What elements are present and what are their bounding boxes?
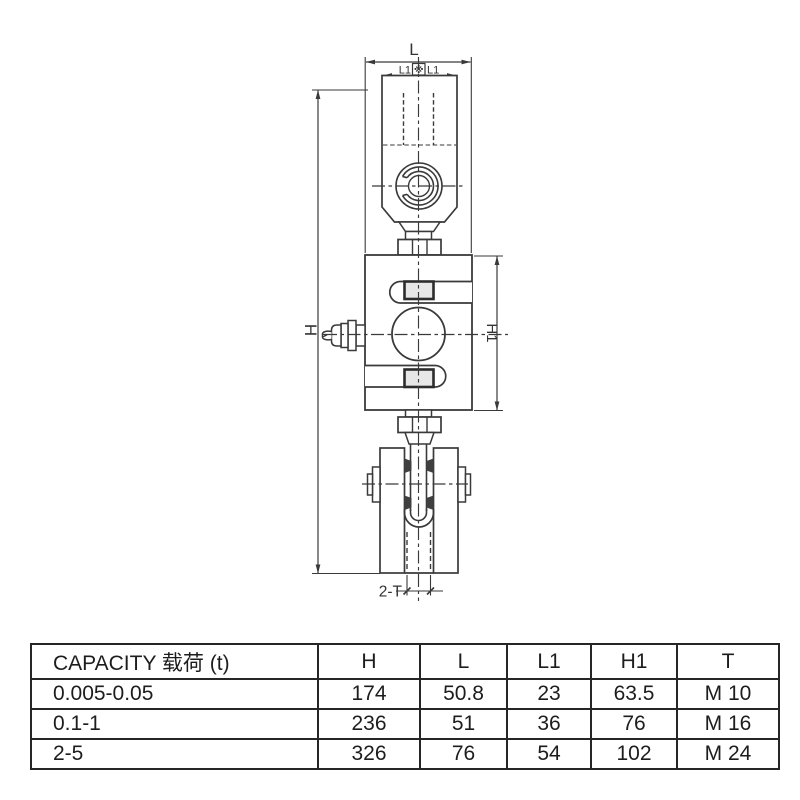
table-cell: 36 bbox=[506, 708, 592, 740]
table-cell: 236 bbox=[317, 708, 421, 740]
table-cell: 54 bbox=[506, 738, 592, 770]
table-header-capacity: CAPACITY 载荷 (t) bbox=[30, 643, 319, 680]
table-cell: M 16 bbox=[676, 708, 780, 740]
clevis-assembly bbox=[366, 444, 472, 574]
table-cell: M 10 bbox=[676, 678, 780, 710]
spec-table-header-row: CAPACITY 载荷 (t) H L L1 H1 T bbox=[30, 643, 780, 680]
table-cell: 0.005-0.05 bbox=[30, 678, 319, 710]
table-row: 2-5 326 76 54 102 M 24 bbox=[30, 738, 780, 770]
table-row: 0.005-0.05 174 50.8 23 63.5 M 10 bbox=[30, 678, 780, 710]
centerlines bbox=[324, 57, 508, 601]
table-header-H1: H1 bbox=[590, 643, 678, 680]
hex-nut-upper bbox=[397, 238, 442, 256]
table-cell: M 24 bbox=[676, 738, 780, 770]
dimension-2T: 2-T bbox=[379, 575, 443, 601]
pin-bushing-wedges bbox=[404, 458, 434, 510]
table-cell: 326 bbox=[317, 738, 421, 770]
dim-H-label: H bbox=[301, 324, 320, 336]
dim-2T-label: 2-T bbox=[379, 584, 403, 601]
table-header-L1: L1 bbox=[506, 643, 592, 680]
table-header-T: T bbox=[676, 643, 780, 680]
spec-table: CAPACITY 载荷 (t) H L L1 H1 T 0.005-0.05 1… bbox=[30, 643, 780, 770]
clevis-plate-left bbox=[379, 447, 406, 574]
table-cell: 76 bbox=[590, 708, 678, 740]
table-header-H: H bbox=[317, 643, 421, 680]
table-cell: 174 bbox=[317, 678, 421, 710]
table-cell: 102 bbox=[590, 738, 678, 770]
table-cell: 50.8 bbox=[419, 678, 508, 710]
cable-gland bbox=[321, 319, 366, 352]
table-row: 0.1-1 236 51 36 76 M 16 bbox=[30, 708, 780, 740]
upper-eye-piece bbox=[381, 74, 458, 256]
dim-L-label: L bbox=[409, 40, 418, 59]
hex-nut-lower bbox=[397, 409, 442, 445]
table-header-L: L bbox=[419, 643, 508, 680]
dimension-H1: H1 bbox=[474, 255, 503, 412]
table-cell: 51 bbox=[419, 708, 508, 740]
dim-L1-label-right: L1 bbox=[427, 65, 439, 77]
threaded-hole-hidden bbox=[406, 532, 432, 571]
table-cell: 0.1-1 bbox=[30, 708, 319, 740]
clevis-plate-right bbox=[432, 447, 459, 574]
load-cell-technical-drawing: L L1 ※ L1 bbox=[301, 40, 508, 601]
dim-H1-label: H1 bbox=[483, 323, 500, 342]
table-cell: 2-5 bbox=[30, 738, 319, 770]
table-cell: 23 bbox=[506, 678, 592, 710]
table-cell: 63.5 bbox=[590, 678, 678, 710]
dim-L1-label-left: L1 bbox=[399, 65, 411, 77]
table-cell: 76 bbox=[419, 738, 508, 770]
dimension-H: H bbox=[301, 89, 380, 575]
